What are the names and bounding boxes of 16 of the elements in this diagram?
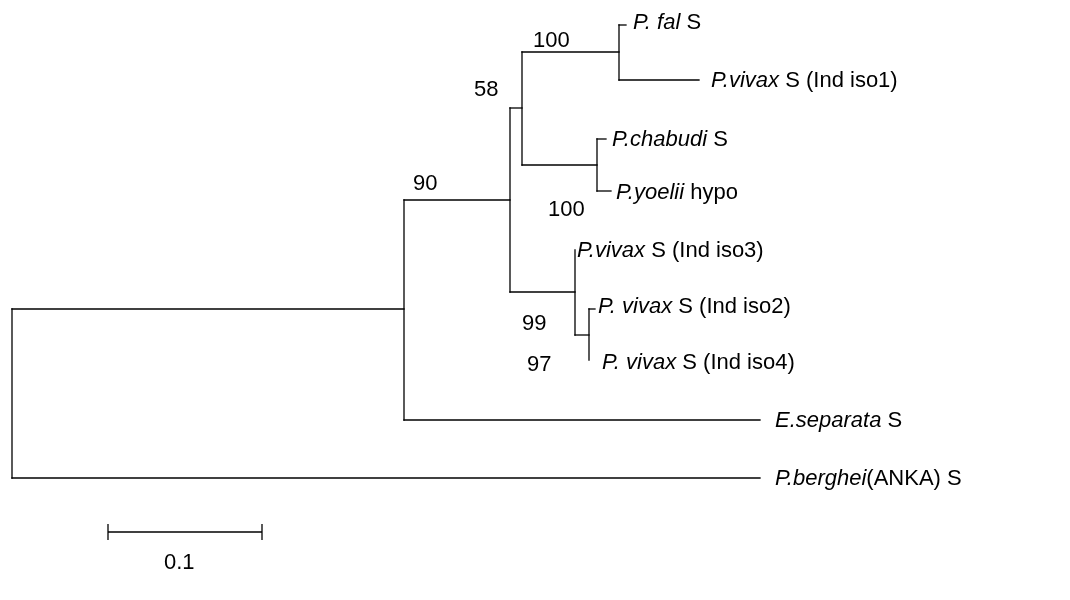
taxon-label: P. vivax S (Ind iso4) xyxy=(602,349,795,375)
taxon-label: P.vivax S (Ind iso3) xyxy=(577,237,764,263)
bootstrap-value: 97 xyxy=(527,351,552,377)
taxon-label: P.vivax S (Ind iso1) xyxy=(711,67,898,93)
bootstrap-value: 58 xyxy=(474,76,499,102)
taxon-label: P.chabudi S xyxy=(612,126,728,152)
taxon-label: P.yoelii hypo xyxy=(616,179,738,205)
taxon-label: P.berghei(ANKA) S xyxy=(775,465,962,491)
bootstrap-value: 100 xyxy=(548,196,585,222)
taxon-label: E.separata S xyxy=(775,407,903,433)
bootstrap-value: 99 xyxy=(522,310,547,336)
bootstrap-value: 90 xyxy=(413,170,438,196)
taxon-label: P. fal S xyxy=(633,9,702,35)
scale-value: 0.1 xyxy=(164,549,195,575)
bootstrap-value: 100 xyxy=(533,27,570,53)
taxon-label: P. vivax S (Ind iso2) xyxy=(598,293,791,319)
